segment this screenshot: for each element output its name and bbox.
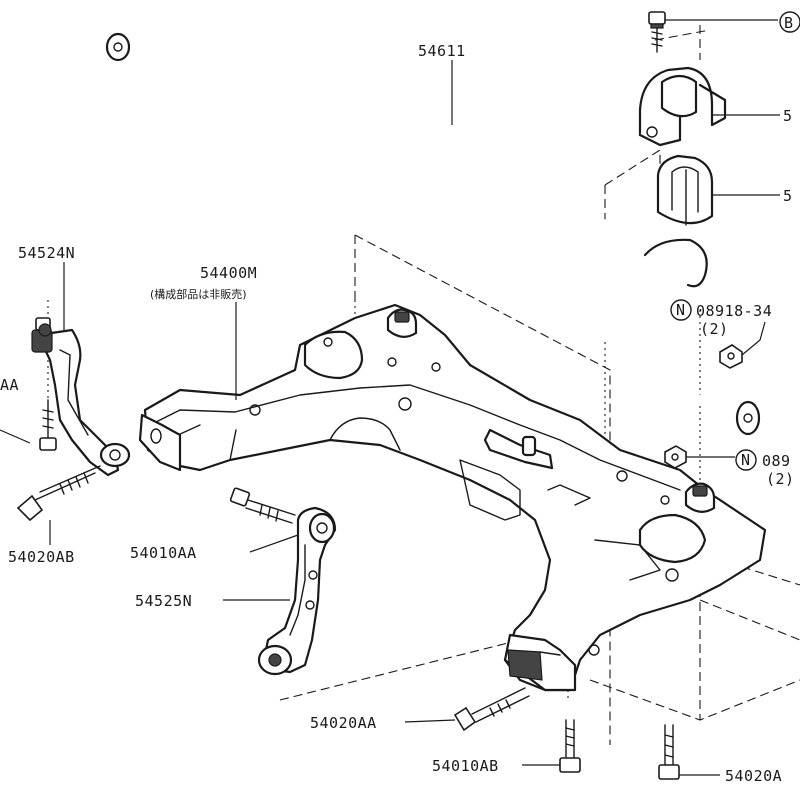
label-nut-upper: 08918-34 xyxy=(696,302,772,320)
label-n-lower: N xyxy=(741,451,751,469)
label-nut-lower-qty: (2) xyxy=(766,470,795,488)
label-member: 54400M xyxy=(200,264,257,282)
left-link-bolt xyxy=(39,399,57,451)
left-link-bracket xyxy=(31,317,131,477)
nut-upper xyxy=(719,344,743,369)
label-stabilizer-bar: 54611 xyxy=(418,42,466,60)
stabilizer-bar xyxy=(105,32,764,436)
suspension-member xyxy=(138,303,767,692)
label-nut-lower: 089 xyxy=(762,452,791,470)
label-n-upper: N xyxy=(676,301,686,319)
leader-lines xyxy=(0,19,780,776)
clamp-bolt xyxy=(648,11,666,53)
label-link-right: 54525N xyxy=(135,592,192,610)
right-link-bracket xyxy=(257,506,337,676)
label-bolt-left: 54020AB xyxy=(8,548,75,566)
label-ref-b: B xyxy=(784,14,794,32)
bolt-54020AB xyxy=(16,465,101,522)
stabilizer-clamp xyxy=(638,66,727,147)
label-bolt-center-upper: 54010AA xyxy=(130,544,197,562)
nut-lower xyxy=(664,445,687,469)
label-left-edge-code: AA xyxy=(0,376,19,394)
bolt-54020AA-center xyxy=(453,687,530,732)
ref-b-circle xyxy=(779,11,800,33)
bolt-54010AB xyxy=(559,719,581,773)
bolt-54020A-right xyxy=(658,724,680,780)
label-bolt-right: 54020A xyxy=(725,767,782,785)
n-marker-upper xyxy=(670,299,692,321)
label-nut-upper-qty: (2) xyxy=(700,320,729,338)
label-bushing: 5 xyxy=(783,187,793,205)
label-link-left: 54524N xyxy=(18,244,75,262)
n-marker-lower xyxy=(735,449,757,471)
label-clamp: 5 xyxy=(783,107,793,125)
label-bolt-bottom: 54010AB xyxy=(432,757,499,775)
label-member-note: (構成部品は非販売) xyxy=(150,287,247,301)
label-bolt-center-lower: 54020AA xyxy=(310,714,377,732)
stabilizer-bushing xyxy=(656,154,714,226)
bolt-54010AA xyxy=(229,487,296,524)
part-labels: 54611 5 5 B 54524N 54400M (構成部品は非販売) N 0… xyxy=(0,11,800,785)
